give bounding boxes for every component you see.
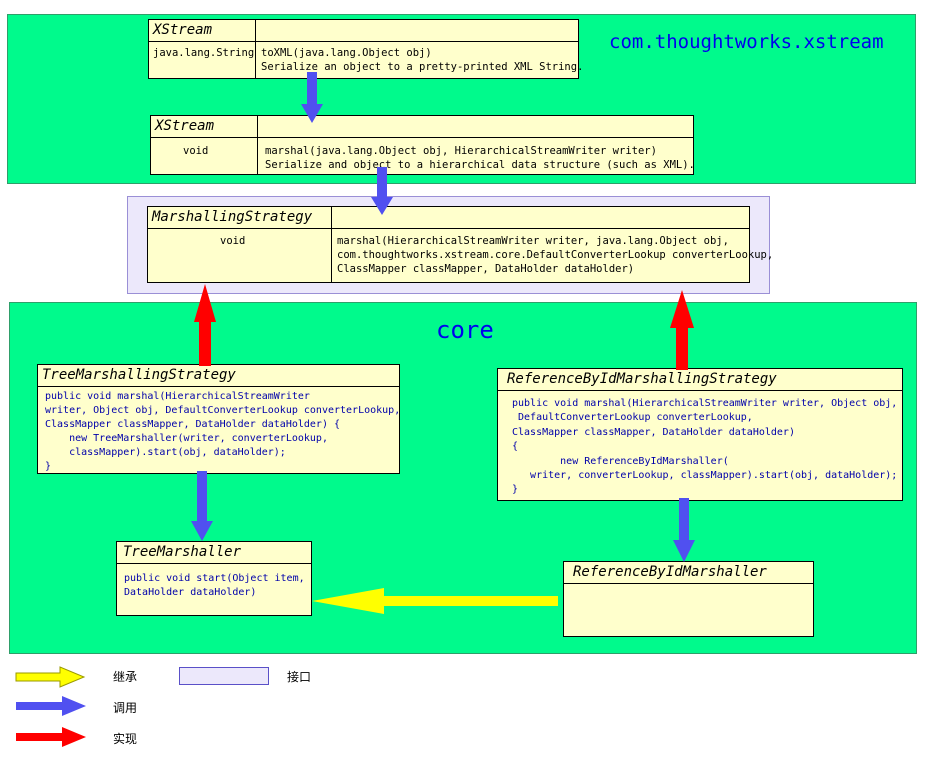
call-arrow-ref-strategy-to-ref-marshaller xyxy=(673,498,695,562)
return-type: java.lang.String xyxy=(153,47,255,59)
code-line: writer, Object obj, DefaultConverterLook… xyxy=(45,405,401,416)
call-arrow-tree-strategy-to-tree-marshaller xyxy=(191,471,213,541)
column-separator xyxy=(331,207,332,282)
method-signature: toXML(java.lang.Object obj) xyxy=(261,47,432,59)
marshalling-strategy-interface: MarshallingStrategy void marshal(Hierarc… xyxy=(147,206,773,283)
code-line: new ReferenceByIdMarshaller( xyxy=(512,456,729,467)
reference-by-id-marshalling-strategy-class: ReferenceByIdMarshallingStrategy public … xyxy=(497,368,903,501)
code-line: writer, converterLookup, classMapper).st… xyxy=(512,470,898,481)
code-line: { xyxy=(512,441,519,452)
legend-implement-arrow-icon xyxy=(16,727,86,747)
code-line: DefaultConverterLookup converterLookup, xyxy=(512,412,753,423)
class-name: TreeMarshallingStrategy xyxy=(42,367,236,383)
reference-by-id-marshaller-class: ReferenceByIdMarshaller xyxy=(563,561,814,637)
code-line: classMapper).start(obj, dataHolder); xyxy=(45,447,286,458)
legend-interface-label: 接口 xyxy=(287,670,312,684)
code-line: } xyxy=(512,484,519,495)
method-signature: marshal(java.lang.Object obj, Hierarchic… xyxy=(265,145,657,157)
return-type: void xyxy=(183,145,209,157)
inherit-arrow-ref-to-tree-marshaller xyxy=(312,588,558,614)
legend-inherit-label: 继承 xyxy=(113,670,138,684)
column-separator xyxy=(257,116,258,174)
legend-interface-swatch xyxy=(179,667,269,685)
method-signature-line: ClassMapper classMapper, DataHolder data… xyxy=(337,263,635,275)
class-header xyxy=(117,542,311,564)
xstream-toxml-class: XStream java.lang.String toXML(java.lang… xyxy=(148,19,583,79)
code-line: new TreeMarshaller(writer, converterLook… xyxy=(45,433,328,444)
package-core-title: core xyxy=(436,316,494,344)
implement-arrow-tree-strategy xyxy=(194,284,216,366)
legend-call-arrow-icon xyxy=(16,696,86,716)
legend-call-label: 调用 xyxy=(113,701,138,715)
code-line: public void start(Object item, xyxy=(124,573,305,584)
class-name: TreeMarshaller xyxy=(123,544,242,560)
method-description: Serialize an object to a pretty-printed … xyxy=(261,61,584,73)
method-signature-line: com.thoughtworks.xstream.core.DefaultCon… xyxy=(337,249,774,261)
class-header xyxy=(149,20,578,42)
class-header xyxy=(151,116,693,138)
legend-implement-label: 实现 xyxy=(113,732,138,746)
call-arrow-xstream-to-strategy xyxy=(371,167,393,215)
code-line: public void marshal(HierarchicalStreamWr… xyxy=(512,398,898,409)
code-line: public void marshal(HierarchicalStreamWr… xyxy=(45,391,310,402)
code-line: DataHolder dataHolder) xyxy=(124,587,257,598)
call-arrow-toxml-to-marshal xyxy=(301,72,323,123)
class-header xyxy=(564,562,813,584)
class-name: XStream xyxy=(155,118,215,134)
class-header xyxy=(148,207,749,229)
implement-arrow-ref-strategy xyxy=(670,290,694,370)
package-xstream-title: com.thoughtworks.xstream xyxy=(609,31,884,53)
code-line: ClassMapper classMapper, DataHolder data… xyxy=(45,419,341,430)
code-line: } xyxy=(45,461,52,472)
tree-marshalling-strategy-class: TreeMarshallingStrategy public void mars… xyxy=(37,364,400,474)
class-name: XStream xyxy=(153,22,213,38)
xstream-marshal-class: XStream void marshal(java.lang.Object ob… xyxy=(150,115,695,175)
tree-marshaller-class: TreeMarshaller public void start(Object … xyxy=(116,541,312,616)
legend-inherit-arrow-icon xyxy=(15,666,86,688)
class-name: ReferenceByIdMarshaller xyxy=(573,564,767,580)
method-signature-line: marshal(HierarchicalStreamWriter writer,… xyxy=(337,235,729,247)
class-header xyxy=(38,365,399,387)
code-line: ClassMapper classMapper, DataHolder data… xyxy=(512,427,795,438)
column-separator xyxy=(255,20,256,78)
class-name: MarshallingStrategy xyxy=(152,209,313,225)
class-name: ReferenceByIdMarshallingStrategy xyxy=(507,371,777,387)
return-type: void xyxy=(220,235,246,247)
class-header xyxy=(498,369,902,391)
